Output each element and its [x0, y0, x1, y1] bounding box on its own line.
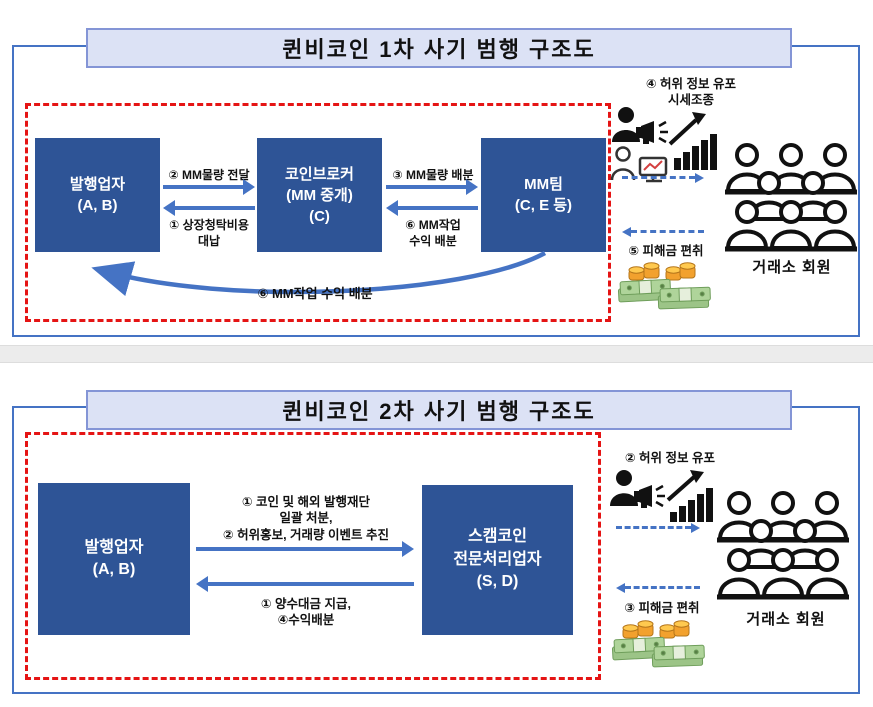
exchange-members-label-2: 거래소 회원: [746, 611, 826, 628]
false-info-label-2: ② 허위 정보 유포: [624, 451, 715, 465]
seize-dashed-arrow-1: [622, 226, 704, 238]
spread-dashed-arrow-1: [622, 172, 704, 184]
false-info-label-1: ④ 허위 정보 유포 시세조종: [645, 77, 736, 108]
curved-profit-return-arrow: [91, 251, 547, 296]
listing-cost-arrow: [163, 200, 255, 216]
seize-label-2: ③ 피해금 편취: [624, 601, 700, 615]
seize-label-1: ⑤ 피해금 편취: [628, 244, 704, 258]
spread-dashed-arrow-2: [616, 522, 700, 534]
diagram2-criminal-group-boundary: [25, 432, 601, 680]
issuer-box: 발행업자 (A, B): [35, 138, 160, 252]
exchange-members-label-1: 거래소 회원: [752, 259, 832, 276]
megaphone-chart-icon: [610, 470, 713, 522]
curved-profit-return-label: ⑥ MM작업 수익 배분: [257, 286, 373, 301]
money-icon: [617, 262, 711, 310]
megaphone-chart-computer-icon: [610, 107, 717, 183]
issuer-box-2: 발행업자 (A, B): [38, 483, 190, 635]
diagram1-title: 퀸비코인 1차 사기 범행 구조도: [86, 28, 792, 68]
mm-supply-arrow: [163, 179, 255, 195]
coin-disposal-arrow: [196, 541, 414, 557]
seize-dashed-arrow-2: [616, 582, 700, 594]
payment-arrow: [196, 576, 414, 592]
section-divider: [0, 345, 873, 363]
mm-team-box: MM팀 (C, E 등): [481, 138, 606, 252]
coin-disposal-label: ① 코인 및 해외 발행재단 일괄 처분, ② 허위홍보, 거래량 이벤트 추진: [223, 495, 389, 542]
diagram1-criminal-group-boundary: [25, 103, 611, 322]
coin-broker-box: 코인브로커 (MM 중개) (C): [257, 138, 382, 252]
mm-alloc-label: ③ MM물량 배분: [392, 168, 474, 182]
money-icon-2: [611, 620, 705, 668]
diagram2-title: 퀸비코인 2차 사기 범행 구조도: [86, 390, 792, 430]
payment-label: ① 양수대금 지급, ④수익배분: [260, 597, 351, 628]
listing-cost-label: ① 상장청탁비용 대납: [169, 218, 249, 248]
crowd-icon-2: [717, 491, 849, 600]
scamcoin-processor-box: 스캠코인 전문처리업자 (S, D): [422, 485, 573, 635]
crowd-icon: [725, 143, 857, 252]
profit-share-label: ⑥ MM작업 수익 배분: [405, 218, 461, 248]
mm-supply-label: ② MM물량 전달: [168, 168, 250, 182]
profit-share-arrow: [386, 200, 478, 216]
mm-alloc-arrow: [386, 179, 478, 195]
